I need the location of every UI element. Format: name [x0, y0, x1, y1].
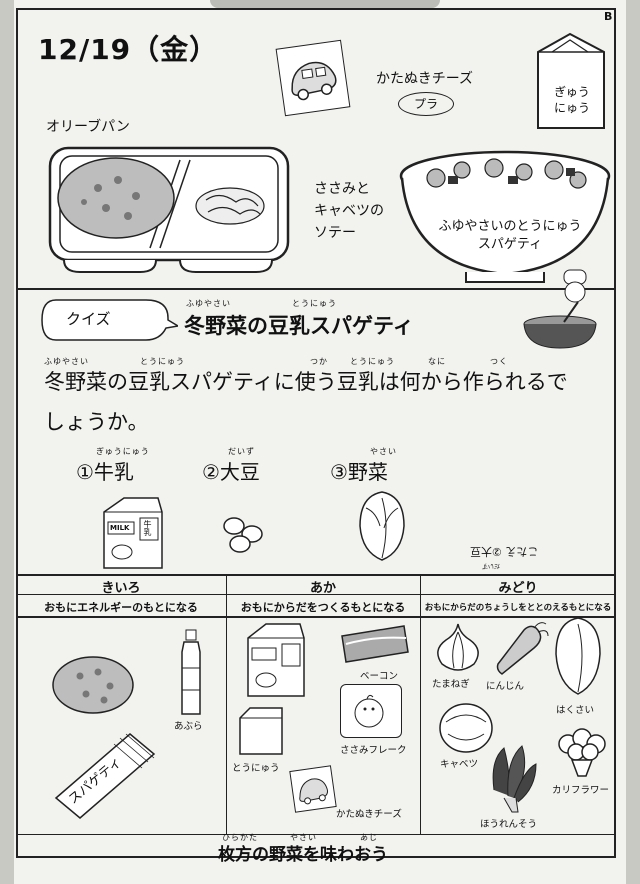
red-car-cheese-icon	[299, 778, 329, 805]
saute-icon	[195, 187, 265, 225]
answer-upside-down: こたえ ②大豆	[470, 545, 539, 558]
oil-bottle-icon	[181, 629, 201, 715]
item-soymilk: とうにゅう	[232, 763, 280, 774]
footer-slogan: 枚方の野菜を味わおう	[218, 845, 388, 865]
pasta-line2: スパゲティ	[477, 237, 543, 252]
milk-label-line1: ぎゅう	[554, 85, 590, 99]
footer-ruby-2: やさい	[290, 833, 317, 842]
group-yellow-desc: おもにエネルギーのもとになる	[44, 601, 198, 614]
table-col-line-1	[226, 574, 227, 834]
table-bottom-line	[16, 834, 616, 835]
option-3: ③野菜	[330, 460, 388, 484]
milk-label: ぎゅう にゅう	[552, 84, 592, 116]
question-ruby-5: なに	[428, 357, 446, 366]
pla-recycle-mark: プラ	[398, 92, 454, 116]
quiz-bubble	[41, 299, 178, 341]
option2-ruby: だいず	[228, 447, 255, 456]
answer-ruby: だいず	[482, 562, 501, 569]
saute-line2: キャベツの	[314, 203, 384, 219]
red-milk-carton-icon	[247, 623, 305, 697]
option1-milk-icon	[103, 497, 163, 569]
date-heading: 12/19（金）	[38, 33, 219, 66]
question-ruby-3: つか	[310, 357, 328, 366]
milk-carton-icon	[537, 32, 605, 129]
footer-ruby-1: ひらかた	[222, 833, 258, 842]
question-line1: 冬野菜の豆乳スパゲティに使う豆乳は何から作られるで	[44, 370, 568, 394]
cheese-label: かたぬきチーズ	[376, 71, 474, 87]
content-frame	[16, 8, 616, 858]
quiz-title-ruby-2: とうにゅう	[292, 299, 337, 308]
option1-ruby: ぎゅうにゅう	[96, 447, 150, 456]
pasta-label: ふゆやさいのとうにゅう スパゲティ	[410, 218, 610, 254]
item-cauliflower: カリフラワー	[552, 785, 610, 796]
item-bacon: ベーコン	[360, 671, 399, 682]
quiz-title-ruby-1: ふゆやさい	[186, 299, 231, 308]
sasami-flake-can	[340, 684, 402, 738]
quiz-label: クイズ	[66, 310, 111, 328]
soy-milk-pack-icon	[239, 707, 283, 755]
footer-ruby-3: あじ	[360, 833, 378, 842]
item-onion: たまねぎ	[432, 679, 470, 690]
saute-line3: ソテー	[314, 225, 356, 241]
item-sasami-flake: ささみフレーク	[340, 745, 407, 756]
question-ruby-1: ふゆやさい	[44, 357, 89, 366]
divider-top	[16, 288, 616, 290]
table-header-line	[16, 594, 616, 595]
item-cheese: かたぬきチーズ	[336, 809, 402, 820]
chicken-icon	[354, 694, 384, 728]
item-spinach: ほうれんそう	[480, 819, 538, 830]
quiz-title: 冬野菜の豆乳スパゲティ	[184, 314, 414, 338]
item-hakusai: はくさい	[556, 705, 595, 716]
carrot-icon	[496, 622, 549, 675]
option-1: ①牛乳	[76, 460, 134, 484]
car-cheese-icon	[291, 61, 337, 101]
group-green-desc: おもにからだのちょうしをととのえるもとになる	[424, 603, 612, 613]
option1-milk-text: MILK	[110, 524, 130, 532]
group-red-name: あか	[309, 581, 336, 596]
paper-shadow	[210, 0, 440, 8]
pasta-bowl-icon	[399, 150, 611, 283]
milk-label-line2: にゅう	[553, 101, 590, 115]
group-red-desc: おもにからだをつくるもとになる	[240, 601, 406, 614]
item-cabbage: キャベツ	[440, 759, 479, 770]
red-cheese-card	[289, 765, 337, 813]
option3-ruby: やさい	[370, 447, 397, 456]
cheese-card	[275, 39, 351, 117]
saute-line1: ささみと	[314, 181, 370, 197]
bread-label: オリーブパン	[46, 119, 130, 135]
onion-icon	[437, 623, 479, 671]
group-yellow-name: きいろ	[101, 581, 141, 596]
option1-milk-kanji: 牛乳	[143, 520, 152, 536]
option2-soybean-icon	[223, 517, 263, 553]
bacon-icon	[341, 625, 409, 663]
item-oil: あぶら	[174, 721, 203, 732]
spaghetti-pack-icon	[54, 733, 156, 819]
bread-icon	[57, 157, 175, 239]
hakusai-icon	[555, 617, 601, 695]
option3-hakusai-icon	[359, 491, 405, 561]
cauliflower-icon	[558, 728, 606, 777]
lunch-tray-icon	[48, 146, 290, 273]
table-col-line-2	[420, 574, 421, 834]
pasta-line1: ふゆやさいのとうにゅう	[438, 219, 582, 234]
spinach-icon	[492, 745, 537, 813]
chef-cooking-icon	[523, 269, 597, 349]
cabbage-icon	[439, 703, 493, 753]
saute-label: ささみと キャベツの ソテー	[314, 178, 384, 244]
question-line2: しょうか。	[44, 410, 149, 434]
yellow-bread-icon	[52, 656, 134, 714]
option-2: ②大豆	[202, 460, 260, 484]
group-green-name: みどり	[498, 581, 538, 596]
item-carrot: にんじん	[486, 681, 525, 692]
question-ruby-4: とうにゅう	[350, 357, 395, 366]
table-sub-line	[16, 616, 616, 618]
question-ruby-2: とうにゅう	[140, 357, 185, 366]
question-ruby-6: つく	[490, 357, 508, 366]
table-top-line	[16, 574, 616, 576]
corner-mark: B	[604, 10, 613, 23]
